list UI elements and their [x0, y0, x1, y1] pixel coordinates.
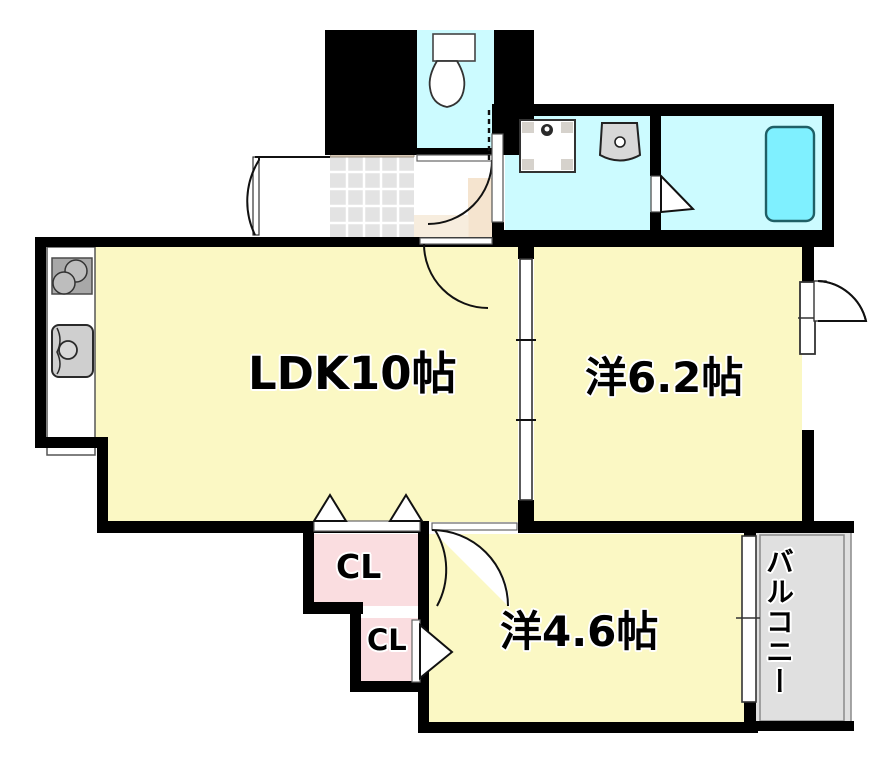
closet1-door[interactable]: [312, 493, 424, 532]
washing-machine-pan-icon: [519, 119, 576, 173]
washroom-bath-door[interactable]: [650, 173, 696, 214]
bath-door[interactable]: [487, 110, 504, 223]
room-label-yo62: 洋6.2帖: [585, 353, 744, 402]
outer-door-top-right[interactable]: [813, 280, 868, 322]
wall-entry-top-block: [325, 30, 417, 155]
closet2-floor: [354, 618, 420, 684]
wall-toilet-bottom: [417, 148, 494, 157]
hallway-floor: [253, 155, 330, 237]
room-label-ldk: LDK10帖: [248, 347, 457, 400]
yo46-door[interactable]: [431, 522, 518, 608]
wall-yo62-top: [518, 237, 834, 247]
openings: [246, 110, 868, 703]
wall-ldk-bottom: [97, 521, 332, 533]
balcony-floor: [752, 527, 852, 729]
wall-ldk-notch-v: [97, 445, 108, 531]
wall-ldk-left-lower: [35, 437, 108, 448]
closet1-floor: [310, 534, 420, 606]
yo62-floor: [534, 245, 802, 522]
edge-cleanup: [330, 119, 414, 121]
wall-hall-ldk-top: [253, 237, 518, 247]
genkan-tile-grid: [330, 155, 414, 237]
balcony-window[interactable]: [736, 535, 760, 703]
wall-wet-top: [494, 104, 834, 116]
wall-yo46-bottom: [418, 722, 758, 733]
room-label-closet1: CL: [336, 547, 382, 586]
toilet-icon: [428, 33, 476, 108]
kitchen-sink-icon: [51, 324, 94, 378]
wall-balcony-top: [744, 521, 854, 533]
wall-balcony-left-bot: [744, 700, 755, 728]
wall-ldk-left: [35, 237, 46, 447]
room-label-balcony: バルコニー: [762, 547, 795, 697]
bathtub-icon: [764, 125, 816, 223]
wall-washroom-left: [492, 104, 504, 134]
entry-step-threshold: [414, 215, 469, 237]
room-label-closet2: CL: [367, 623, 407, 657]
wall-closet2-left: [350, 602, 361, 692]
room-label-yo46: 洋4.6帖: [500, 607, 659, 656]
closet2-door[interactable]: [411, 619, 454, 683]
entry-door[interactable]: [246, 156, 330, 236]
vanity-sink-icon: [598, 122, 642, 162]
wall-bath-right: [822, 104, 834, 242]
wall-yo62-right-top: [802, 237, 814, 282]
ldk-yo62-sliding-door[interactable]: [516, 258, 536, 501]
floor-fills: [45, 30, 852, 729]
wall-yo62-bottom: [518, 521, 814, 533]
wall-balcony-bottom: [744, 721, 854, 731]
wall-washroom-bath-div-b: [650, 212, 661, 242]
wall-balcony-left-top: [744, 521, 755, 537]
ldk-hall-door[interactable]: [419, 237, 493, 309]
wall-closet1-left: [303, 521, 314, 613]
wall-closet2-bottom: [350, 681, 428, 692]
wall-yo62-right-low: [802, 430, 814, 532]
wall-ldk-top: [35, 237, 259, 247]
wall-closet1-bottom: [303, 602, 363, 614]
wall-washroom-bath-div: [650, 104, 661, 176]
stove-icon: [51, 257, 93, 295]
fixtures: [51, 33, 816, 378]
genkan-tile: [330, 155, 414, 237]
ldk-floor: [45, 245, 518, 522]
yo46-floor: [428, 534, 744, 728]
